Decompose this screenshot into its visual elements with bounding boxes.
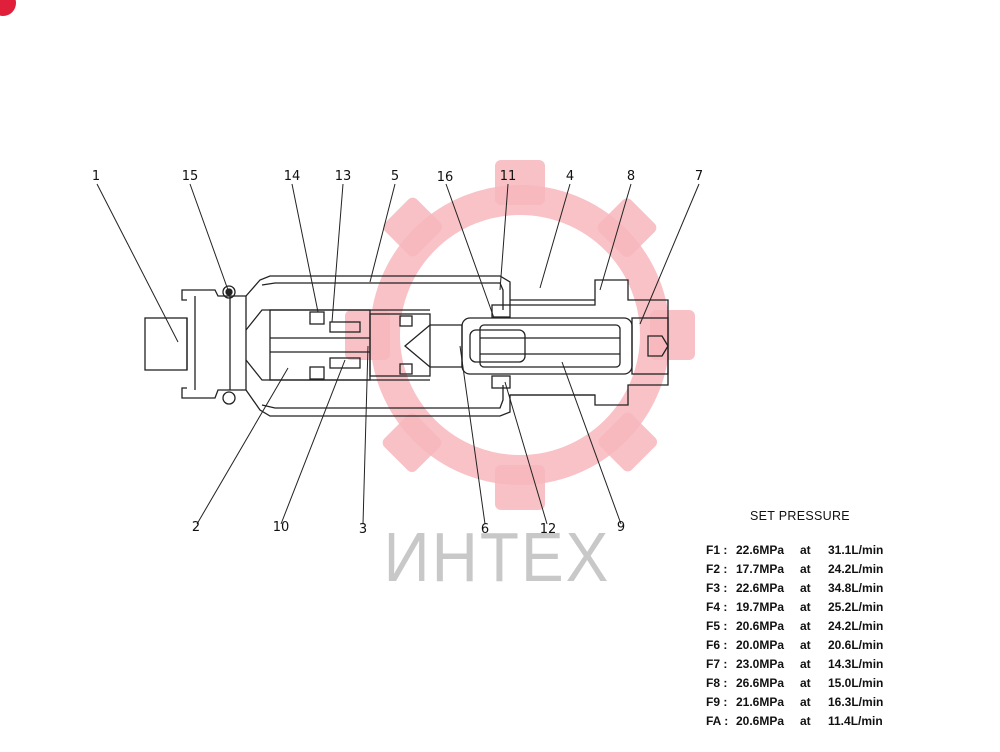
pressure-at: at (800, 675, 811, 690)
pressure-row: F7 : 23.0MPa at 14.3L/min (706, 654, 898, 673)
callout-7: 7 (694, 169, 704, 184)
pressure-flow: 24.2L/min (828, 561, 884, 576)
callout-1: 1 (91, 169, 101, 184)
callout-11: 11 (499, 169, 517, 184)
pressure-flow: 15.0L/min (828, 675, 884, 690)
pressure-flow: 31.1L/min (828, 542, 884, 557)
pressure-pressure: 21.6MPa (736, 694, 785, 709)
pressure-at: at (800, 618, 811, 633)
pressure-code: F6 : (706, 637, 728, 652)
pressure-row: F5 : 20.6MPa at 24.2L/min (706, 616, 898, 635)
pressure-at: at (800, 637, 811, 652)
pressure-pressure: 20.6MPa (736, 713, 785, 728)
pressure-pressure: 20.6MPa (736, 618, 785, 633)
callout-6: 6 (480, 522, 490, 537)
set-pressure-title: SET PRESSURE (750, 509, 850, 523)
callout-14: 14 (283, 169, 301, 184)
pressure-flow: 16.3L/min (828, 694, 884, 709)
callout-15: 15 (181, 169, 199, 184)
pressure-code: F8 : (706, 675, 728, 690)
pressure-row: FA : 20.6MPa at 11.4L/min (706, 711, 898, 730)
callout-8: 8 (626, 169, 636, 184)
callout-5: 5 (390, 169, 400, 184)
pressure-row: F3 : 22.6MPa at 34.8L/min (706, 578, 898, 597)
callout-3: 3 (358, 522, 368, 537)
callout-leaders (96, 183, 700, 525)
pressure-at: at (800, 580, 811, 595)
set-pressure-table: F1 : 22.6MPa at 31.1L/min F2 : 17.7MPa at 24.2L… (706, 540, 898, 730)
watermark-text: ИНТЕХ (383, 518, 611, 596)
callout-4: 4 (565, 169, 575, 184)
pressure-flow: 11.4L/min (828, 713, 883, 728)
pressure-flow: 34.8L/min (828, 580, 884, 595)
pressure-at: at (800, 561, 811, 576)
pressure-flow: 25.2L/min (828, 599, 884, 614)
callout-2: 2 (191, 520, 201, 535)
pressure-code: F1 : (706, 542, 728, 557)
pressure-pressure: 20.0MPa (736, 637, 785, 652)
pressure-row: F1 : 22.6MPa at 31.1L/min (706, 540, 898, 559)
pressure-code: F3 : (706, 580, 728, 595)
pressure-at: at (800, 542, 811, 557)
pressure-flow: 20.6L/min (828, 637, 884, 652)
pressure-row: F9 : 21.6MPa at 16.3L/min (706, 692, 898, 711)
callout-12: 12 (539, 522, 557, 537)
pressure-code: F7 : (706, 656, 728, 671)
pressure-flow: 24.2L/min (828, 618, 884, 633)
valve-drawing (144, 275, 669, 417)
pressure-row: F2 : 17.7MPa at 24.2L/min (706, 559, 898, 578)
corner-badge-icon (0, 0, 16, 16)
callout-13: 13 (334, 169, 352, 184)
pressure-pressure: 19.7MPa (736, 599, 785, 614)
pressure-at: at (800, 713, 811, 728)
pressure-pressure: 22.6MPa (736, 542, 785, 557)
pressure-code: F4 : (706, 599, 728, 614)
pressure-pressure: 26.6MPa (736, 675, 785, 690)
pressure-row: F4 : 19.7MPa at 25.2L/min (706, 597, 898, 616)
pressure-code: FA : (706, 713, 729, 728)
pressure-row: F6 : 20.0MPa at 20.6L/min (706, 635, 898, 654)
pressure-code: F9 : (706, 694, 728, 709)
pressure-flow: 14.3L/min (828, 656, 884, 671)
pressure-at: at (800, 599, 811, 614)
callout-9: 9 (616, 520, 626, 535)
pressure-pressure: 22.6MPa (736, 580, 785, 595)
pressure-pressure: 23.0MPa (736, 656, 785, 671)
pressure-at: at (800, 656, 811, 671)
pressure-at: at (800, 694, 811, 709)
pressure-code: F5 : (706, 618, 728, 633)
pressure-pressure: 17.7MPa (736, 561, 785, 576)
pressure-code: F2 : (706, 561, 728, 576)
pressure-row: F8 : 26.6MPa at 15.0L/min (706, 673, 898, 692)
callout-16: 16 (436, 170, 454, 185)
callout-10: 10 (272, 520, 290, 535)
